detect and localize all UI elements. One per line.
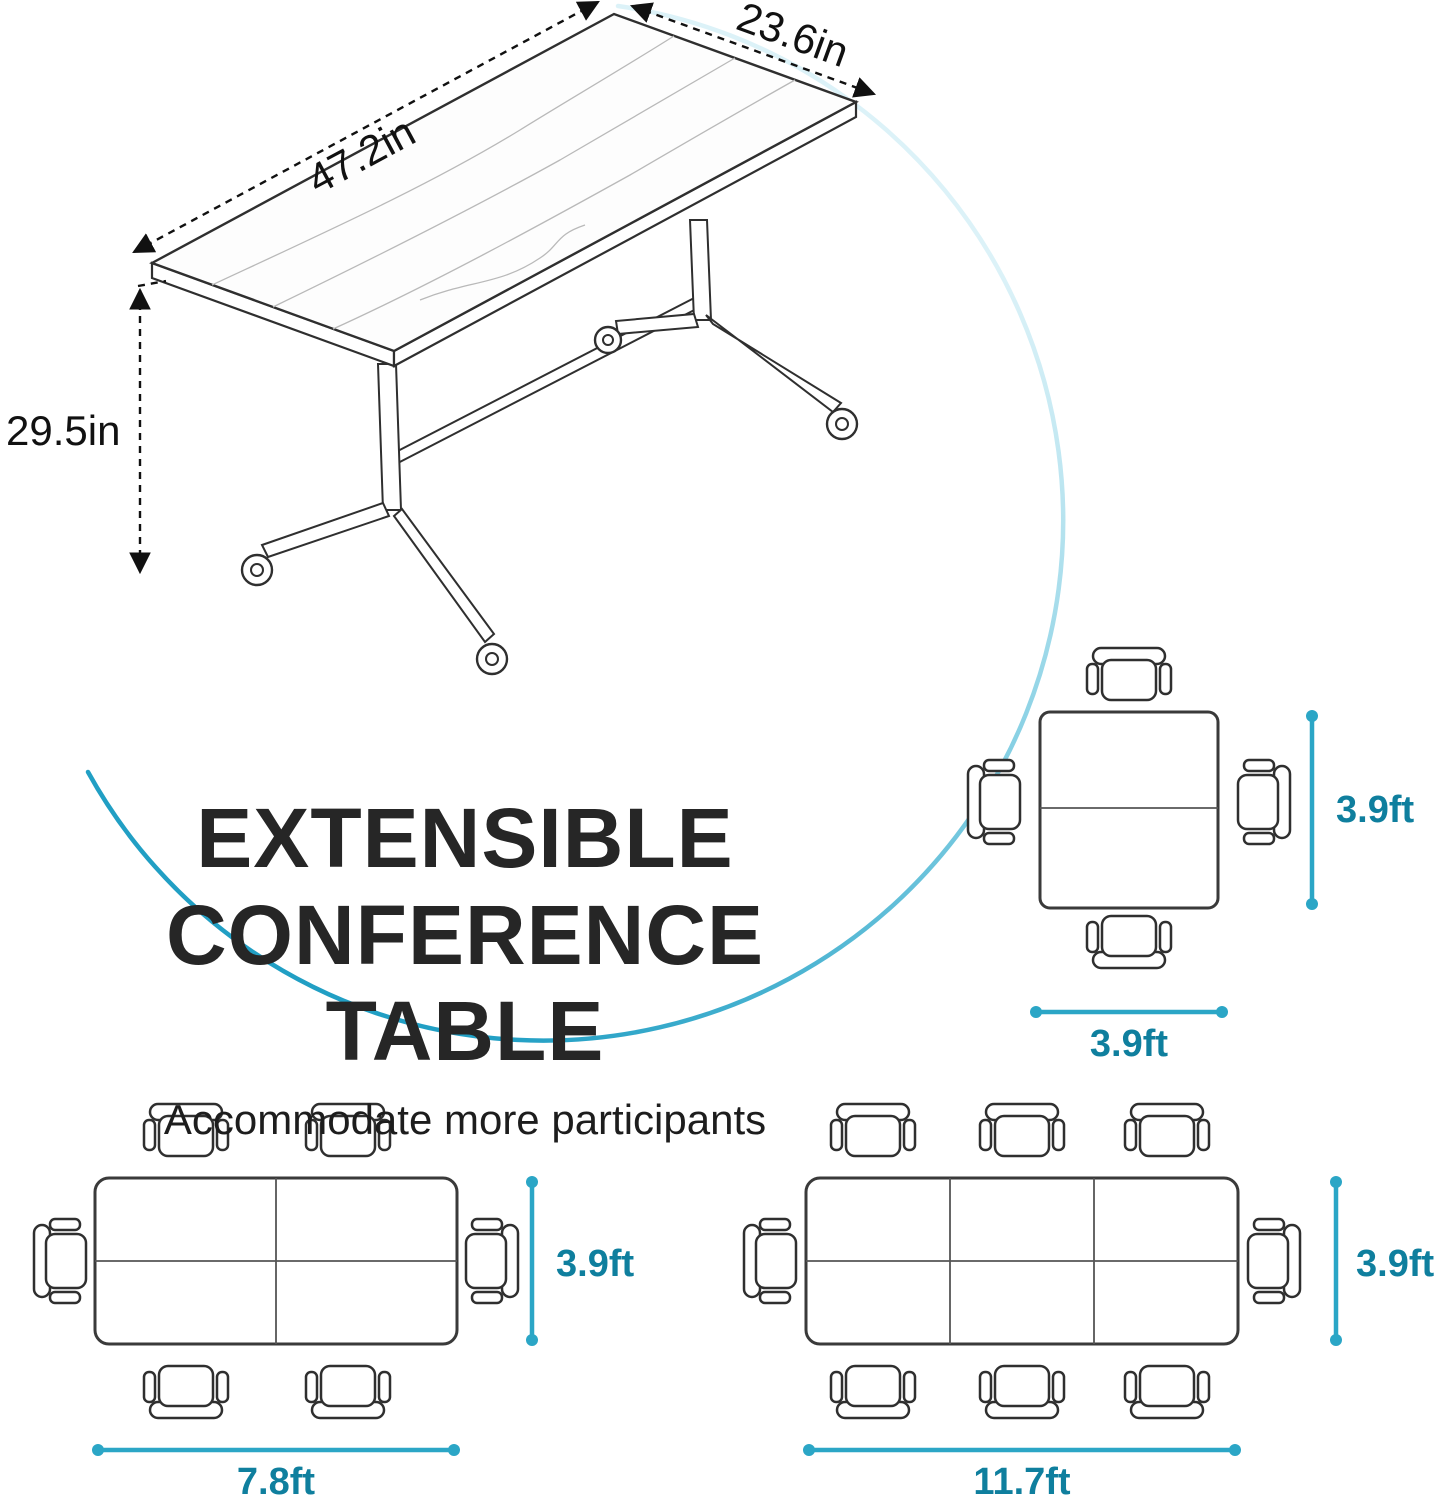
eight-bottom-label: 11.7ft [973, 1461, 1071, 1500]
chair-icon [1085, 646, 1173, 702]
chair-icon [1246, 1217, 1302, 1305]
chair-icon [1236, 758, 1292, 846]
dimension-bottom: 7.8ft [92, 1444, 460, 1500]
headline-line2: CONFERENCE TABLE [165, 887, 765, 1079]
square-right-label: 3.9ft [1336, 789, 1414, 831]
six-bottom-label: 7.8ft [237, 1461, 315, 1500]
chair-icon [1123, 1102, 1211, 1158]
chair-icon [1085, 914, 1173, 970]
dimension-right: 3.9ft [1306, 710, 1414, 910]
dimension-bottom: 3.9ft [1030, 1006, 1228, 1065]
six-right-label: 3.9ft [556, 1243, 634, 1285]
dimension-bottom: 11.7ft [803, 1444, 1241, 1500]
chair-icon [32, 1217, 88, 1305]
chair-icon [1123, 1364, 1211, 1420]
dimension-right: 3.9ft [1330, 1176, 1434, 1346]
height-label: 29.5in [6, 407, 120, 454]
headline-block: EXTENSIBLE CONFERENCE TABLE Accommodate … [45, 790, 885, 1144]
chair-icon [742, 1217, 798, 1305]
headline-line1: EXTENSIBLE [196, 791, 734, 885]
layout-six-diagram: 3.9ft 7.8ft [32, 1102, 634, 1500]
table-leg-right [593, 219, 859, 441]
dimension-right: 3.9ft [526, 1176, 634, 1346]
headline-subtitle: Accommodate more participants [163, 1095, 767, 1143]
chair-icon [142, 1364, 230, 1420]
chair-icon [966, 758, 1022, 846]
square-bottom-label: 3.9ft [1090, 1023, 1168, 1065]
conference-table-illustration: 47.2in 23.6in 29.5in [6, 0, 877, 676]
chair-icon [464, 1217, 520, 1305]
layout-square-diagram: 3.9ft 3.9ft [966, 646, 1414, 1065]
table-top-view [1038, 710, 1220, 910]
chair-icon [304, 1364, 392, 1420]
eight-right-label: 3.9ft [1356, 1243, 1434, 1285]
chair-icon [829, 1364, 917, 1420]
table-leg-left [240, 363, 509, 676]
dimension-height: 29.5in [6, 279, 167, 575]
chair-icon [978, 1364, 1066, 1420]
chair-icon [978, 1102, 1066, 1158]
layout-eight-diagram: 3.9ft 11.7ft [742, 1102, 1434, 1500]
